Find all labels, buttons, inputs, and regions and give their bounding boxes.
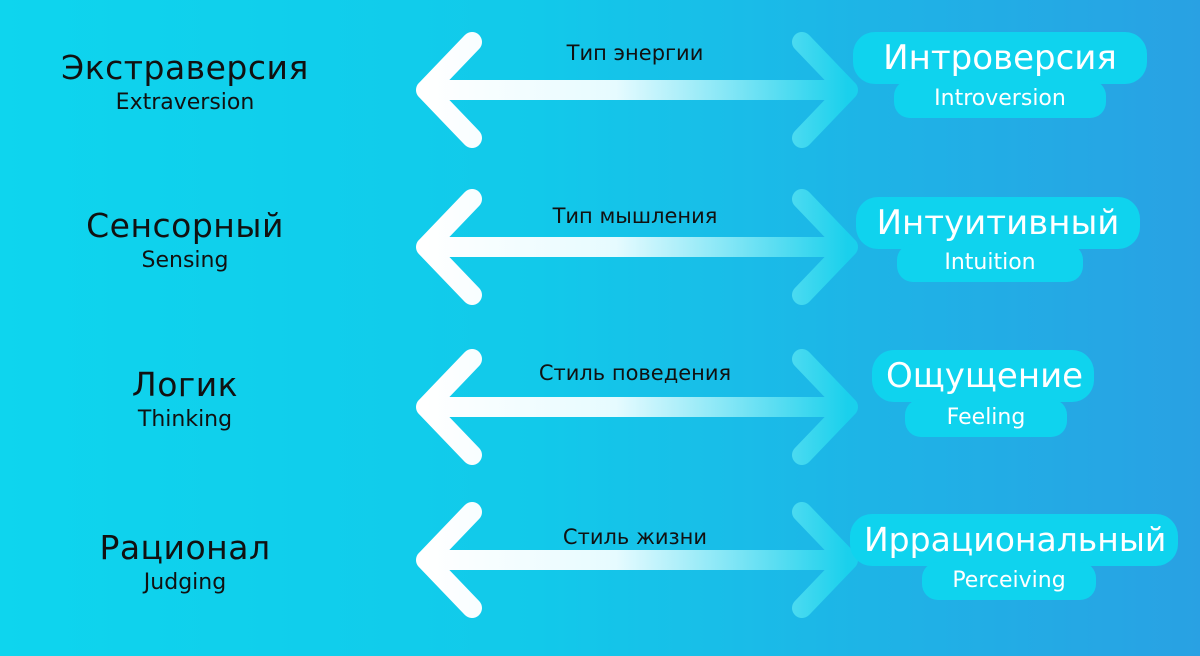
right-pole-ru: Интроверсия	[853, 32, 1147, 84]
axis-label: Стиль жизни	[562, 525, 708, 549]
left-pole: Рационал Judging	[0, 528, 370, 598]
left-pole-ru: Сенсорный	[86, 206, 284, 245]
left-pole-en: Sensing	[141, 248, 229, 273]
left-pole-en: Judging	[143, 570, 227, 595]
right-pole-ru: Интуитивный	[856, 197, 1140, 249]
right-pole-en: Intuition	[897, 244, 1083, 282]
right-pole-en: Feeling	[905, 399, 1067, 437]
dichotomy-row-behavior: Логик Thinking Стиль поведения Ощущение …	[0, 347, 1200, 497]
left-pole-ru: Логик	[131, 365, 239, 404]
left-pole: Сенсорный Sensing	[0, 206, 370, 276]
right-pole-en: Perceiving	[922, 562, 1096, 600]
left-pole-en: Thinking	[137, 407, 233, 432]
double-headed-arrow-icon	[416, 502, 858, 618]
left-pole-ru: Рационал	[99, 528, 271, 567]
left-pole: Экстраверсия Extraversion	[0, 48, 370, 118]
double-headed-arrow-icon	[416, 189, 858, 305]
axis-label: Тип энергии	[566, 41, 704, 65]
left-pole: Логик Thinking	[0, 365, 370, 435]
dichotomy-row-lifestyle: Рационал Judging Стиль жизни Иррациональ…	[0, 502, 1200, 656]
dichotomy-row-energy: Экстраверсия Extraversion Тип энергии Ин…	[0, 30, 1200, 180]
right-pole-en: Introversion	[894, 80, 1106, 118]
right-pole-ru: Иррациональный	[850, 514, 1178, 566]
axis-label: Тип мышления	[552, 204, 718, 228]
double-headed-arrow-icon	[416, 32, 858, 148]
double-headed-arrow-icon	[416, 349, 858, 465]
left-pole-ru: Экстраверсия	[61, 48, 309, 87]
dichotomy-row-thinking: Сенсорный Sensing Тип мышления Интуитивн…	[0, 189, 1200, 340]
right-pole-ru: Ощущение	[872, 350, 1094, 402]
left-pole-en: Extraversion	[115, 90, 255, 115]
axis-label: Стиль поведения	[538, 361, 732, 385]
